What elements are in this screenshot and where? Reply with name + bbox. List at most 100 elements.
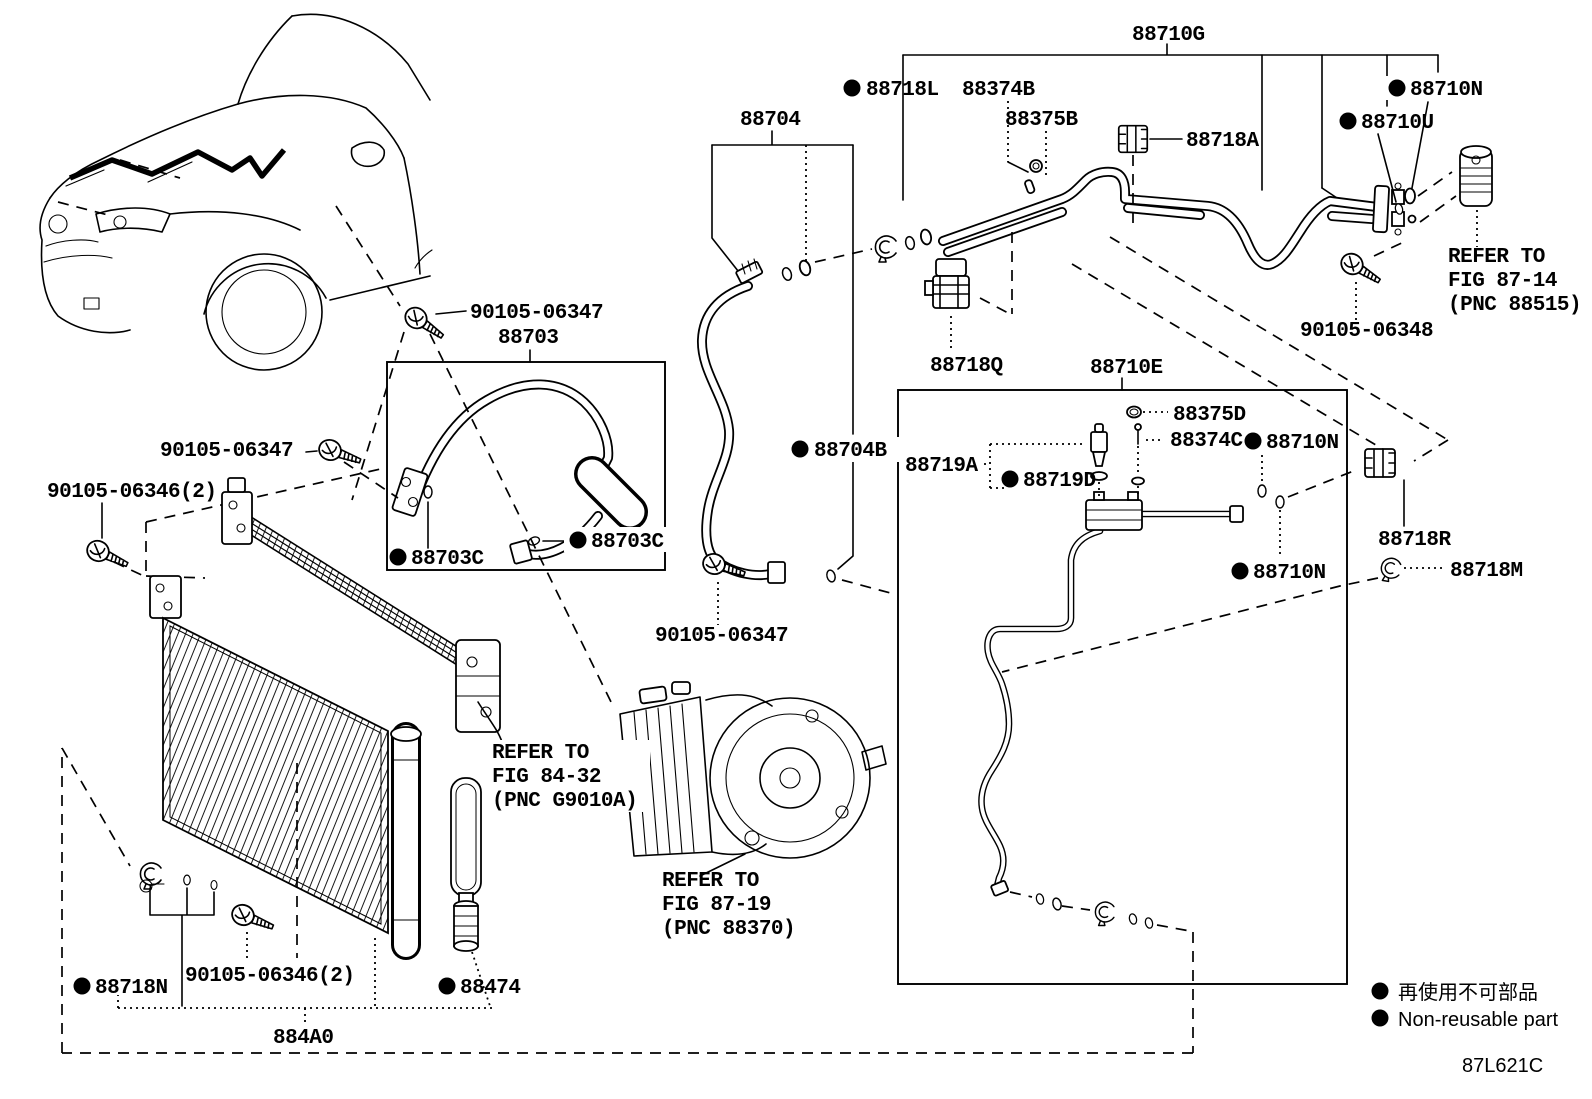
clamp-icon-88718N xyxy=(139,862,162,890)
leader-dash-88718R xyxy=(1109,236,1449,462)
leader-06347b xyxy=(305,450,318,453)
part-label-88374B: 88374B xyxy=(962,79,1036,102)
clamp-icon-88718M xyxy=(1378,556,1403,584)
leader-dash-06347a1 xyxy=(351,331,405,501)
part-label-88718A: 88718A xyxy=(1186,130,1260,153)
leader-fig84-32 xyxy=(477,701,503,743)
fastener-label-06346-bottom: 90105-06346(2) xyxy=(185,965,354,988)
part-label-88718M: 88718M xyxy=(1450,560,1523,583)
box-88710E xyxy=(897,389,1348,985)
part-label-88719D: 88719D xyxy=(1023,470,1096,493)
valve-block xyxy=(1085,499,1143,531)
part-label-88718N: 88718N xyxy=(95,977,168,1000)
condenser-bracket-right xyxy=(455,639,501,733)
o-ring-icon xyxy=(1275,495,1285,509)
o-ring-icon xyxy=(1090,471,1108,481)
bolt-icon-06348 xyxy=(1336,248,1386,291)
vehicle-illustration xyxy=(39,13,433,371)
hose-88703 xyxy=(391,379,648,565)
non-reusable-dot xyxy=(791,440,809,458)
pipe-88710G xyxy=(938,166,1405,270)
part-label-88704B: 88704B xyxy=(814,440,888,463)
hose-88704 xyxy=(696,258,786,584)
filter-88474 xyxy=(453,892,479,952)
part-label-88718Q: 88718Q xyxy=(930,355,1003,378)
leader-dash-88704b xyxy=(841,579,895,595)
assembly-label-88703: 88703 xyxy=(498,327,559,350)
non-reusable-dot xyxy=(73,977,91,995)
clamp-icon xyxy=(874,235,897,263)
part-label-88474: 88474 xyxy=(460,977,521,1000)
bracket-clamp-group xyxy=(149,887,215,1007)
o-ring-icon xyxy=(1407,214,1417,224)
non-reusable-dot xyxy=(1371,982,1389,1000)
part-label-88710N-a: 88710N xyxy=(1266,432,1339,455)
ref-fig87-19-line3: (PNC 88370) xyxy=(662,918,795,941)
bracket-88710G xyxy=(902,43,1439,209)
mount-bracket xyxy=(149,575,182,619)
leader-fig87-19 xyxy=(699,853,746,877)
ref-fig87-19-line1: REFER TO xyxy=(662,870,759,893)
non-reusable-dot xyxy=(1371,1009,1389,1027)
o-ring-icon xyxy=(903,235,917,251)
non-reusable-dot xyxy=(438,977,456,995)
assembly-label-88704: 88704 xyxy=(740,109,801,132)
part-label-88710N-top: 88710N xyxy=(1410,79,1483,102)
legend: 再使用不可部品 Non-reusable part xyxy=(1371,980,1559,1031)
assembly-label-88710E: 88710E xyxy=(1090,357,1163,380)
part-label-88719A: 88719A xyxy=(905,455,979,478)
o-ring-icon xyxy=(824,568,838,584)
ref-fig84-32-line2: FIG 84-32 xyxy=(492,766,601,789)
pipe-88710E xyxy=(978,491,1244,897)
part-label-88375B: 88375B xyxy=(1005,109,1079,132)
o-ring-icon xyxy=(1257,484,1267,498)
non-reusable-dot xyxy=(1001,470,1019,488)
clamp-icon-88718R xyxy=(1364,448,1396,478)
ref-fig84-32-line1: REFER TO xyxy=(492,742,589,765)
leader-dash-car-bolt xyxy=(335,205,401,307)
condenser-assembly xyxy=(139,477,501,960)
ref-fig87-14-line2: FIG 87-14 xyxy=(1448,270,1557,293)
fastener-label-06347-bottom: 90105-06347 xyxy=(655,625,788,648)
part-label-88718R: 88718R xyxy=(1378,529,1452,552)
connector-88718Q xyxy=(924,258,970,309)
o-ring-icon xyxy=(423,485,433,499)
o-ring-icon xyxy=(1143,916,1155,930)
leader-88710N-top xyxy=(1411,101,1429,189)
fastener-label-06347-left: 90105-06347 xyxy=(160,440,293,463)
o-ring-icon xyxy=(1050,896,1064,912)
fastener-label-06347-top: 90105-06347 xyxy=(470,302,603,325)
leader-dash-2 xyxy=(1071,263,1397,458)
bolt-icon-06346b xyxy=(228,900,278,938)
o-ring-icon xyxy=(780,265,794,283)
part-label-88375D: 88375D xyxy=(1173,404,1246,427)
bracket-884A0 xyxy=(117,938,493,1026)
part-label-88374C: 88374C xyxy=(1170,430,1244,453)
ref-fig87-14-line3: (PNC 88515) xyxy=(1448,294,1581,317)
ref-fig84-32-line3: (PNC G9010A) xyxy=(492,790,637,813)
fastener-label-06348: 90105-06348 xyxy=(1300,320,1433,343)
fastener-label-06346-left: 90105-06346(2) xyxy=(47,481,216,504)
part-label-88703C-1: 88703C xyxy=(411,548,485,571)
leader-dash-oring xyxy=(1287,469,1357,498)
non-reusable-dot xyxy=(1231,562,1249,580)
leader-dash-pipe-end xyxy=(1009,891,1191,932)
o-ring-icon xyxy=(210,879,218,891)
bolt-icon-06347a xyxy=(400,302,449,346)
part-label-88703C-2: 88703C xyxy=(591,531,665,554)
legend-jp: 再使用不可部品 xyxy=(1398,980,1538,1004)
bolt-icon-06346a xyxy=(82,536,133,575)
nut-icon xyxy=(1029,159,1043,173)
clamp-icon-88718A xyxy=(1117,124,1149,154)
non-reusable-dot xyxy=(1339,112,1357,130)
bolt-icon-06347c xyxy=(699,550,749,585)
pressure-sensor-88719 xyxy=(1090,423,1108,496)
o-ring-icon xyxy=(918,227,934,247)
non-reusable-dot xyxy=(843,79,861,97)
o-ring-icon xyxy=(1034,892,1046,906)
compressor-illustration xyxy=(619,681,887,877)
ref-fig87-14-line1: REFER TO xyxy=(1448,246,1545,269)
leader-06347a xyxy=(435,310,467,315)
